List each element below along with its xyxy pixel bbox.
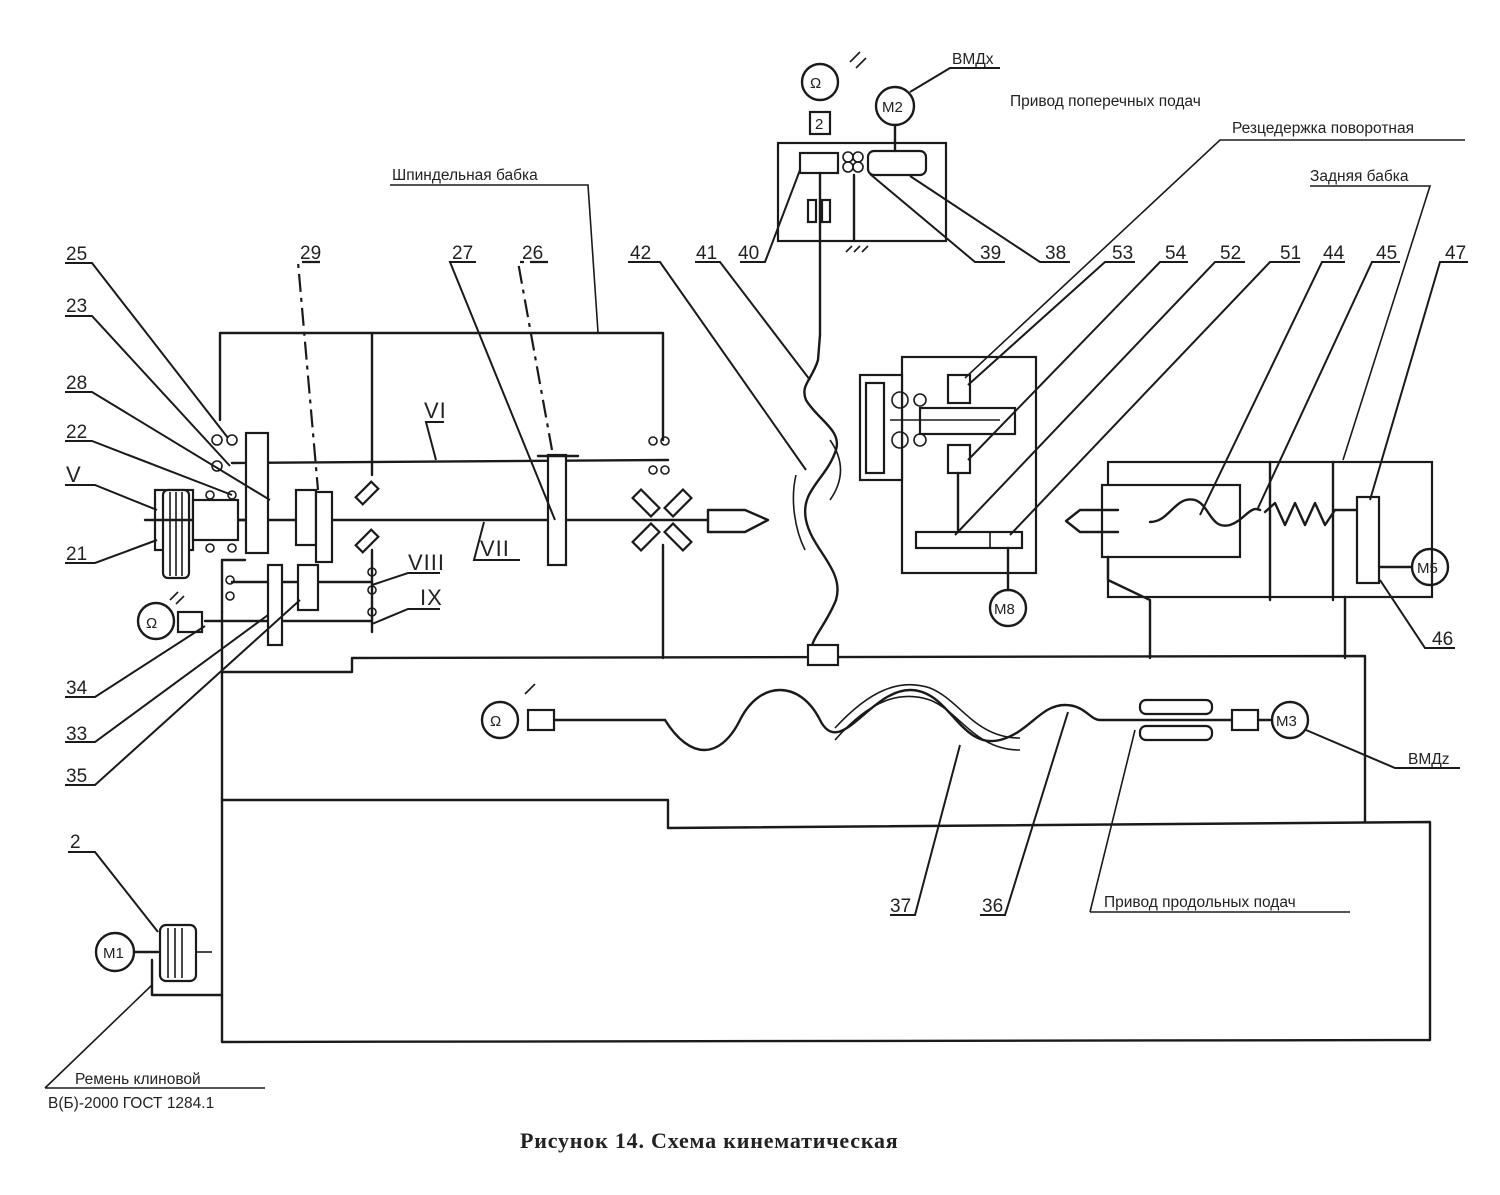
label-38: 38 [1045,243,1066,264]
svg-text:M2: M2 [882,99,903,116]
label-shaft-v: V [66,462,82,487]
label-27: 27 [452,243,473,264]
label-belt-line1: Ремень клиновой [75,1071,201,1088]
label-46: 46 [1432,629,1453,650]
label-spindle-head: Шпиндельная бабка [392,167,538,184]
label-35: 35 [66,766,87,787]
leaders [44,139,1468,1089]
cross-ballscrew [792,333,842,667]
label-34: 34 [66,678,88,699]
svg-text:Ω: Ω [146,615,157,632]
machine-bed [150,610,1432,1044]
label-41: 41 [696,243,717,264]
label-29: 29 [300,243,321,264]
label-42: 42 [630,243,651,264]
label-bmdx: ВМДх [952,51,994,68]
svg-text:M3: M3 [1276,713,1297,730]
label-53: 53 [1112,243,1133,264]
svg-text:M8: M8 [994,601,1015,618]
label-longitudinal-feed-drive: Привод продольных подач [1104,894,1296,911]
pulley-21 [143,488,252,580]
label-40: 40 [738,243,759,264]
shaft-labels: VI VII VIII IX [408,398,510,610]
label-45: 45 [1376,243,1397,264]
figure-caption: Рисунок 14. Схема кинематическая [520,1128,898,1153]
svg-text:Ω: Ω [490,713,501,730]
turret-toolholder: M8 [858,355,1038,628]
label-belt-line2: В(Б)-2000 ГОСТ 1284.1 [48,1095,214,1112]
svg-text:2: 2 [815,116,823,133]
svg-text:M5: M5 [1417,560,1438,577]
spindle-encoder: Ω [136,591,204,641]
label-21: 21 [66,544,87,565]
label-shaft-ix: IX [420,585,443,610]
label-bmdz: ВМДz [1408,751,1450,768]
label-shaft-viii: VIII [408,550,445,575]
label-54: 54 [1165,243,1187,264]
label-33: 33 [66,724,87,745]
main-motor-m1: M1 [94,923,212,983]
label-2: 2 [70,832,81,853]
label-28: 28 [66,373,87,394]
label-44: 44 [1323,243,1345,264]
part-number-labels: 25 23 28 22 V 21 34 33 35 29 27 26 42 41… [66,243,1466,917]
headbox-gears [205,431,770,647]
label-25: 25 [66,244,87,265]
label-52: 52 [1220,243,1241,264]
longitudinal-feed-drive: Ω M3 [480,683,1460,769]
label-26: 26 [522,243,543,264]
label-39: 39 [980,243,1001,264]
label-cross-feed-drive: Привод поперечных подач [1010,93,1201,110]
assembly-labels: Шпиндельная бабка ВМДх Привод поперечных… [48,51,1450,1112]
svg-text:Ω: Ω [810,75,821,92]
label-47: 47 [1445,243,1466,264]
label-37: 37 [890,896,911,917]
label-23: 23 [66,296,87,317]
svg-text:M1: M1 [103,945,124,962]
label-turret-toolholder: Резцедержка поворотная [1232,120,1414,137]
label-shaft-vii: VII [480,536,510,561]
label-51: 51 [1280,243,1301,264]
label-tailstock: Задняя бабка [1310,168,1409,185]
label-22: 22 [66,422,87,443]
label-36: 36 [982,896,1003,917]
tailstock: M5 [1064,460,1450,660]
label-shaft-vi: VI [424,398,447,423]
cross-feed-drive: Ω 2 M2 [776,51,1000,337]
